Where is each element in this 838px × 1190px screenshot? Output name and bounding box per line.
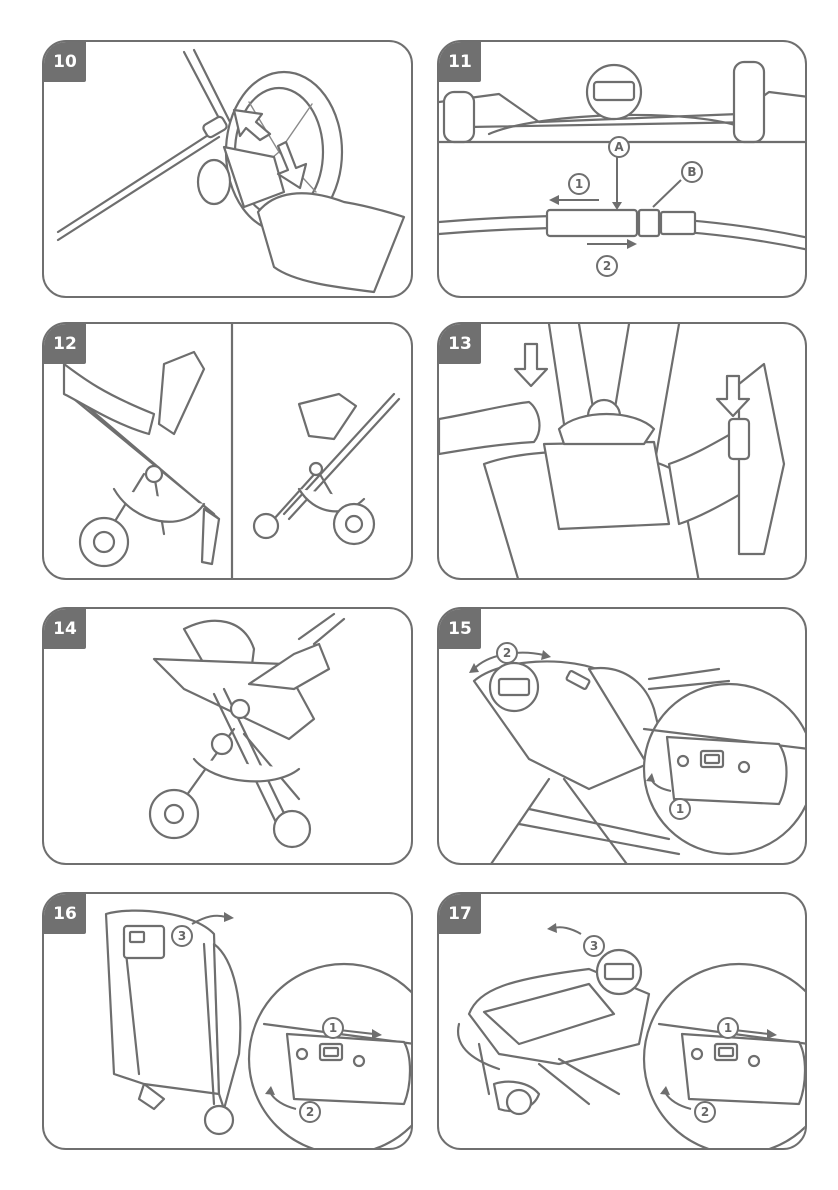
callout-2: 2 <box>306 1105 314 1119</box>
step-15-illustration: 2 1 <box>439 609 807 865</box>
callout-1: 1 <box>724 1021 732 1035</box>
step-17-panel: 3 1 2 17 <box>437 892 807 1150</box>
step-10-illustration <box>44 42 413 298</box>
callout-3: 3 <box>590 939 598 953</box>
step-13-illustration <box>439 324 807 580</box>
step-17-illustration: 3 1 2 <box>439 894 807 1150</box>
callout-2: 2 <box>701 1105 709 1119</box>
step-number: 16 <box>44 894 86 934</box>
step-16-panel: 3 1 2 16 <box>42 892 413 1150</box>
step-number: 14 <box>44 609 86 649</box>
step-15-panel: 2 1 15 <box>437 607 807 865</box>
step-14-illustration <box>44 609 413 865</box>
step-12-illustration <box>44 324 413 580</box>
callout-b: B <box>687 165 696 179</box>
step-12-panel: 12 <box>42 322 413 580</box>
step-13-panel: 13 <box>437 322 807 580</box>
step-11-illustration: A B 1 2 <box>439 42 807 298</box>
callout-1: 1 <box>575 177 583 191</box>
callout-2: 2 <box>603 259 611 273</box>
step-number: 13 <box>439 324 481 364</box>
callout-1: 1 <box>676 802 684 816</box>
step-16-illustration: 3 1 2 <box>44 894 413 1150</box>
step-number: 10 <box>44 42 86 82</box>
step-number: 17 <box>439 894 481 934</box>
step-11-panel: A B 1 2 11 <box>437 40 807 298</box>
callout-3: 3 <box>178 929 186 943</box>
callout-1: 1 <box>329 1021 337 1035</box>
callout-a: A <box>614 140 624 154</box>
step-14-panel: 14 <box>42 607 413 865</box>
step-number: 15 <box>439 609 481 649</box>
callout-2: 2 <box>503 646 511 660</box>
step-number: 12 <box>44 324 86 364</box>
step-number: 11 <box>439 42 481 82</box>
step-10-panel: 10 <box>42 40 413 298</box>
